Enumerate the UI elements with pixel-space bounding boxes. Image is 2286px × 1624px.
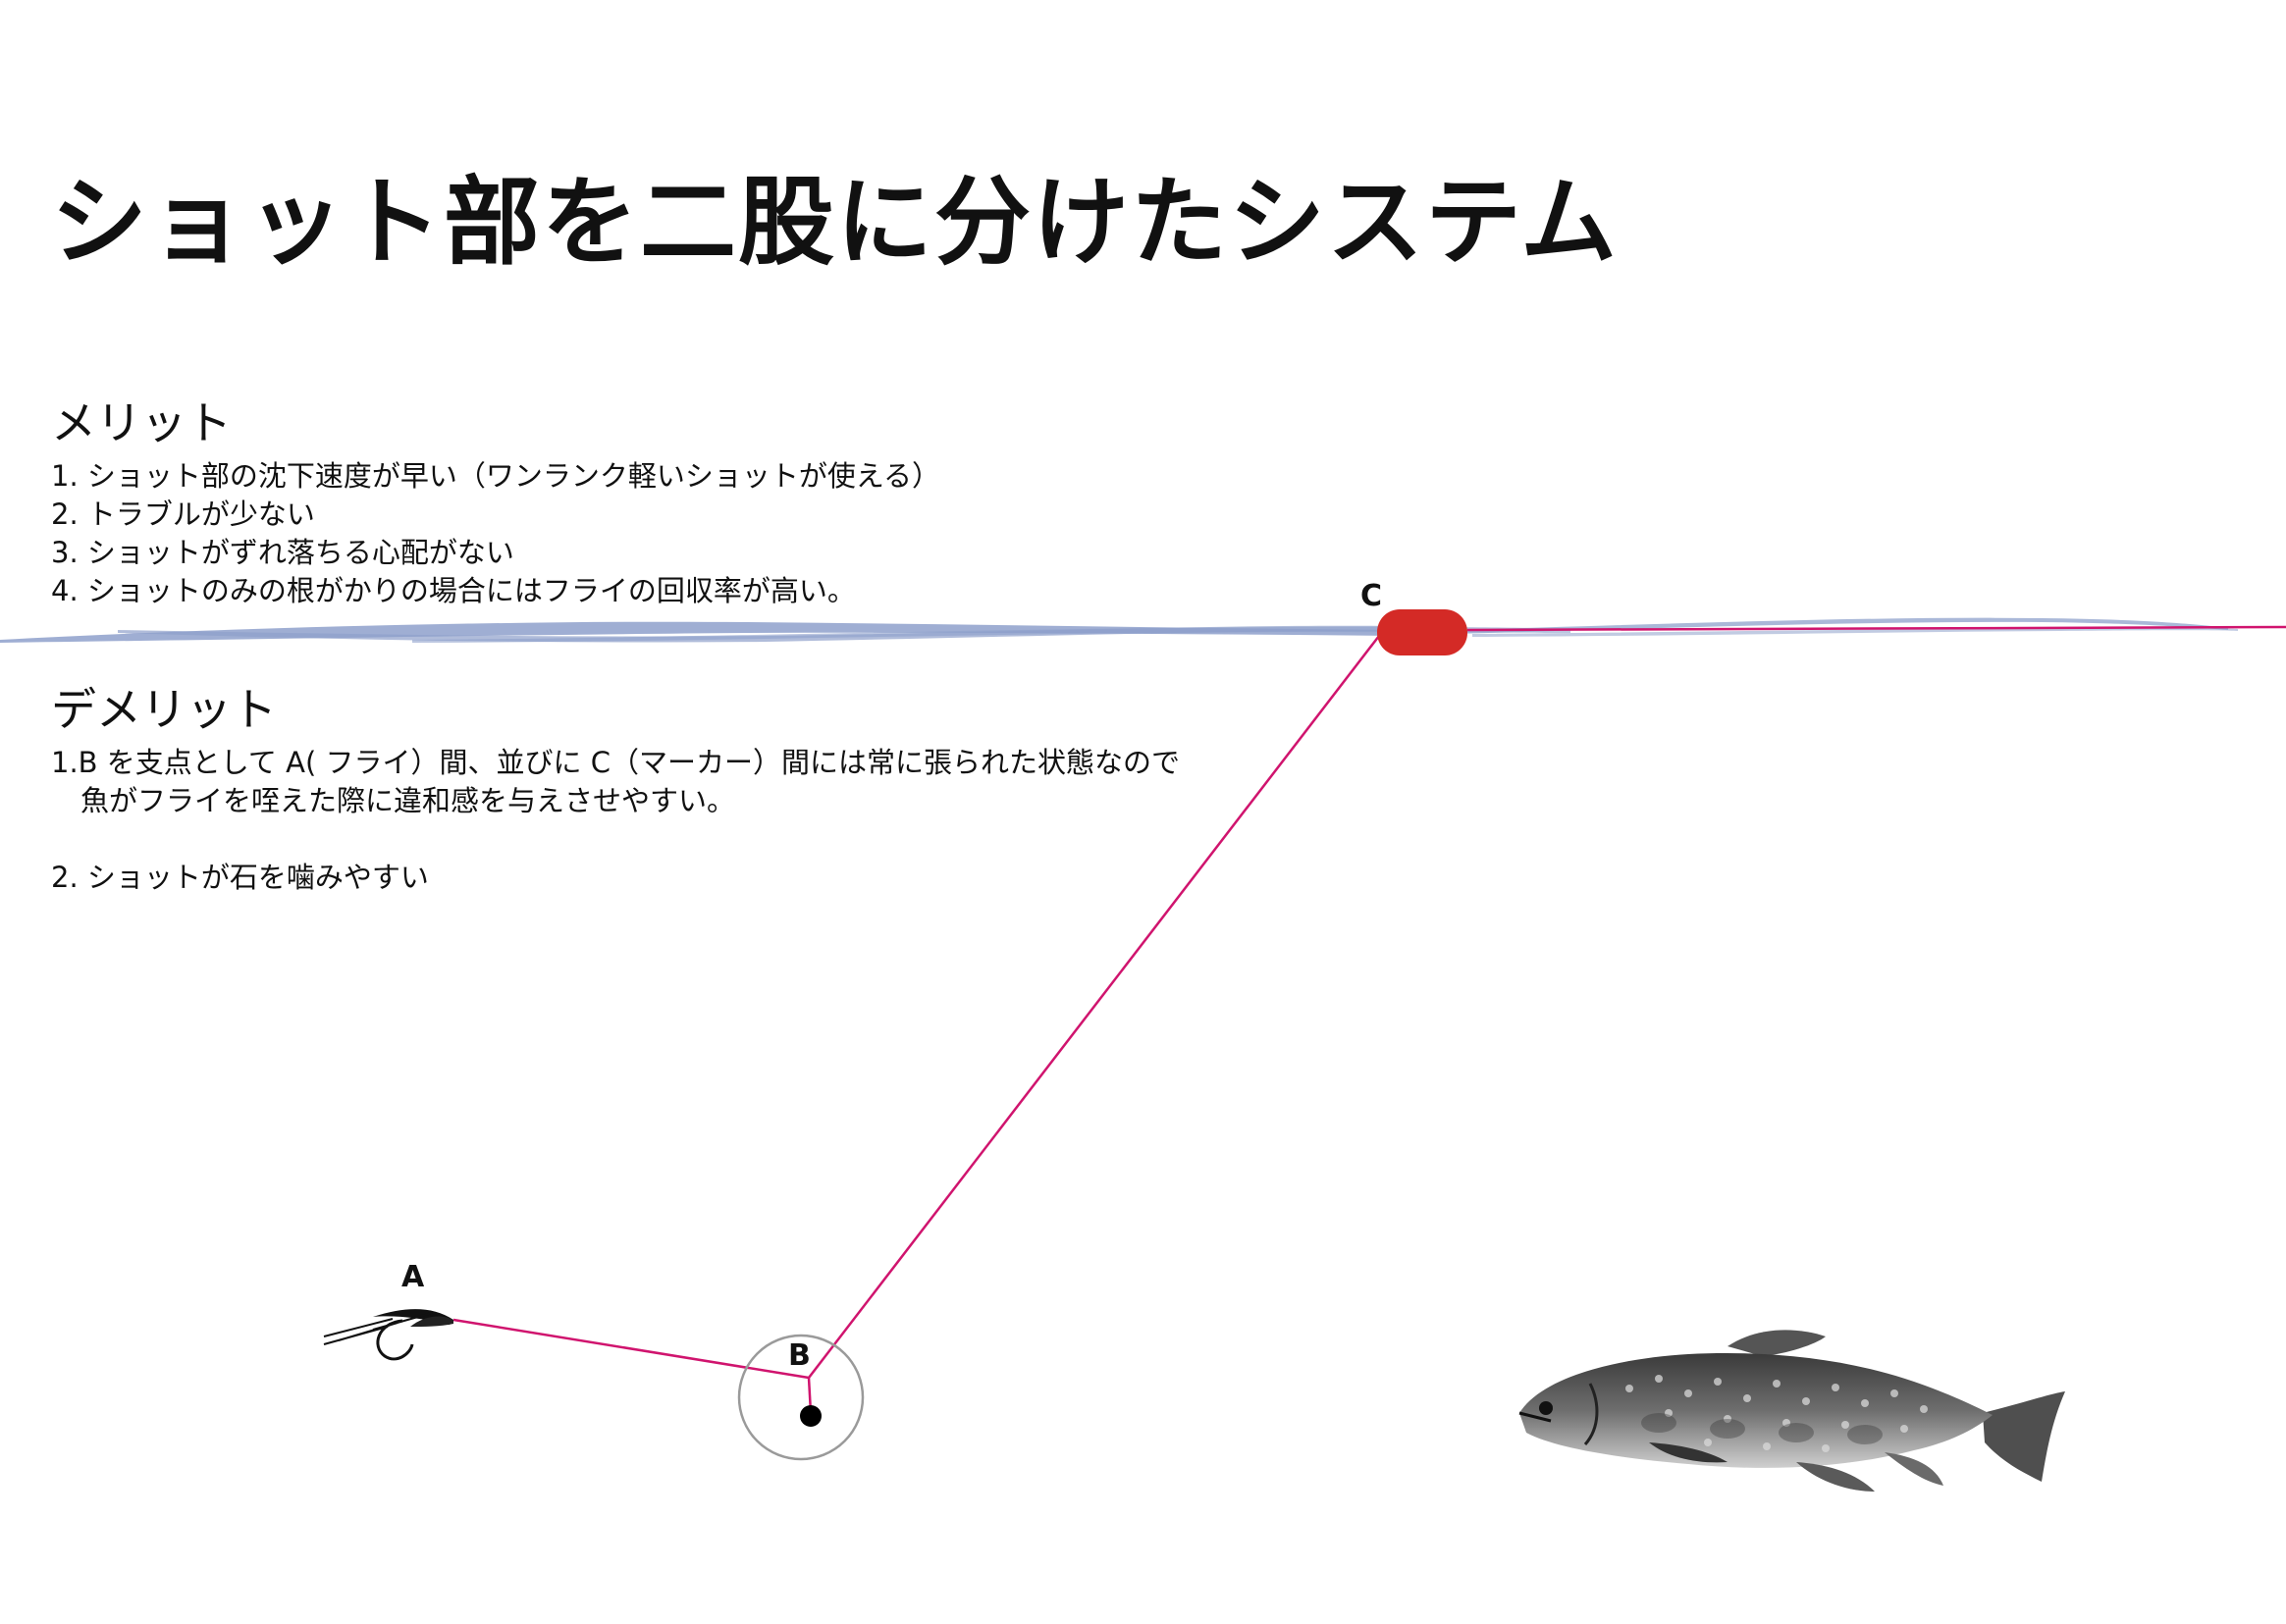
fly-body [410, 1316, 453, 1327]
trout-dorsal-fin [1728, 1330, 1826, 1356]
water-band-4 [1453, 617, 2228, 634]
fly-hook [376, 1319, 414, 1361]
fly-icon [323, 1309, 453, 1361]
trout-pelvic-fin [1796, 1462, 1875, 1492]
merit-item-3: 3. ショットがずれ落ちる心配がない [51, 536, 514, 569]
merit-item-2: 2. トラブルが少ない [51, 498, 315, 531]
demerit-item-2: 2. ショットが石を噛みやすい [51, 861, 429, 894]
pivot-circle [737, 1334, 865, 1461]
trout-body [1519, 1353, 1993, 1468]
trout-mouth [1518, 1411, 1552, 1423]
trout-anal-fin [1885, 1452, 1943, 1486]
merit-item-4: 4. ショットのみの根がかりの場合にはフライの回収率が高い。 [51, 574, 856, 607]
trout-parr-marks [1641, 1413, 1883, 1444]
trout-eye [1539, 1401, 1553, 1415]
demerit-list: 1.B を支点として A( フライ）間、並びに C（マーカー）間には常に張られた… [51, 744, 1180, 897]
label-c: C [1360, 579, 1382, 613]
page-title: ショット部を二股に分けたシステム [51, 167, 1620, 279]
trout-spots [1625, 1375, 1928, 1452]
water-band-3 [412, 626, 1570, 643]
split-shot [800, 1405, 822, 1427]
water-band-5 [1472, 628, 2238, 637]
fly-hackle [323, 1312, 433, 1345]
trout-tail [1983, 1391, 2065, 1482]
trout-gill [1583, 1383, 1599, 1445]
tippet-b-to-a [452, 1318, 810, 1380]
demerit-item-1-line-2: 魚がフライを咥えた際に違和感を与えさせやすい。 [80, 784, 736, 817]
demerit-item-1-line-1: 1.B を支点として A( フライ）間、並びに C（マーカー）間には常に張られた… [51, 746, 1180, 779]
label-a: A [401, 1260, 425, 1294]
water-surface [0, 617, 2238, 643]
label-b: B [788, 1338, 811, 1373]
merit-item-1: 1. ショット部の沈下速度が早い（ワンランク軽いショットが使える） [51, 459, 941, 493]
merit-heading: メリット [51, 396, 232, 449]
strike-indicator [1377, 609, 1467, 655]
tippet-c-to-b [808, 635, 1380, 1379]
demerit-heading: デメリット [51, 683, 277, 736]
trout-pectoral-fin [1649, 1442, 1728, 1463]
trout-illustration [1518, 1330, 2065, 1492]
merit-list: 1. ショット部の沈下速度が早い（ワンランク軽いショットが使える） 2. トラブ… [51, 457, 940, 610]
fly-line [1466, 625, 2286, 632]
